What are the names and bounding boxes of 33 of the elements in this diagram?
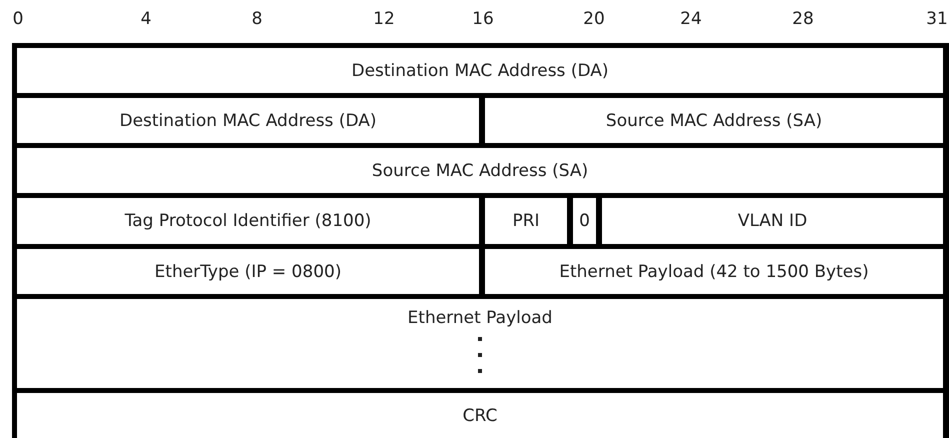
bit-number: 12	[373, 8, 395, 30]
bit-number: 20	[583, 8, 605, 30]
field-label: CRC	[462, 404, 498, 426]
field-label: PRI	[512, 210, 540, 232]
field-label: VLAN ID	[738, 210, 808, 232]
field-label: Tag Protocol Identifier (8100)	[124, 210, 372, 232]
field-cell	[17, 198, 479, 244]
bit-number: 31	[926, 8, 948, 30]
field-label: Destination MAC Address (DA)	[119, 110, 377, 132]
field-cell	[17, 393, 943, 438]
field-cell	[17, 299, 943, 388]
field-cell	[17, 249, 479, 294]
field-label: Source MAC Address (SA)	[606, 110, 822, 132]
bit-number: 28	[792, 8, 814, 30]
bit-number: 24	[680, 8, 702, 30]
field-label: Destination MAC Address (DA)	[351, 60, 609, 82]
field-cell	[17, 98, 479, 143]
field-cell	[602, 198, 943, 244]
bit-number: 0	[12, 8, 24, 30]
field-cell	[17, 48, 943, 93]
field-label: 0	[579, 210, 590, 232]
field-cell	[485, 98, 943, 143]
bit-number: 16	[472, 8, 494, 30]
field-label: Ethernet Payload	[408, 307, 552, 329]
bit-number: 4	[140, 8, 152, 30]
field-cell	[485, 249, 943, 294]
field-cell	[485, 198, 567, 244]
field-label: EtherType (IP = 0800)	[154, 260, 342, 282]
field-cell	[17, 148, 943, 193]
field-label: Source MAC Address (SA)	[372, 160, 588, 182]
field-cell	[573, 198, 596, 244]
field-label: Ethernet Payload (42 to 1500 Bytes)	[559, 260, 869, 282]
bit-number: 8	[252, 8, 262, 30]
